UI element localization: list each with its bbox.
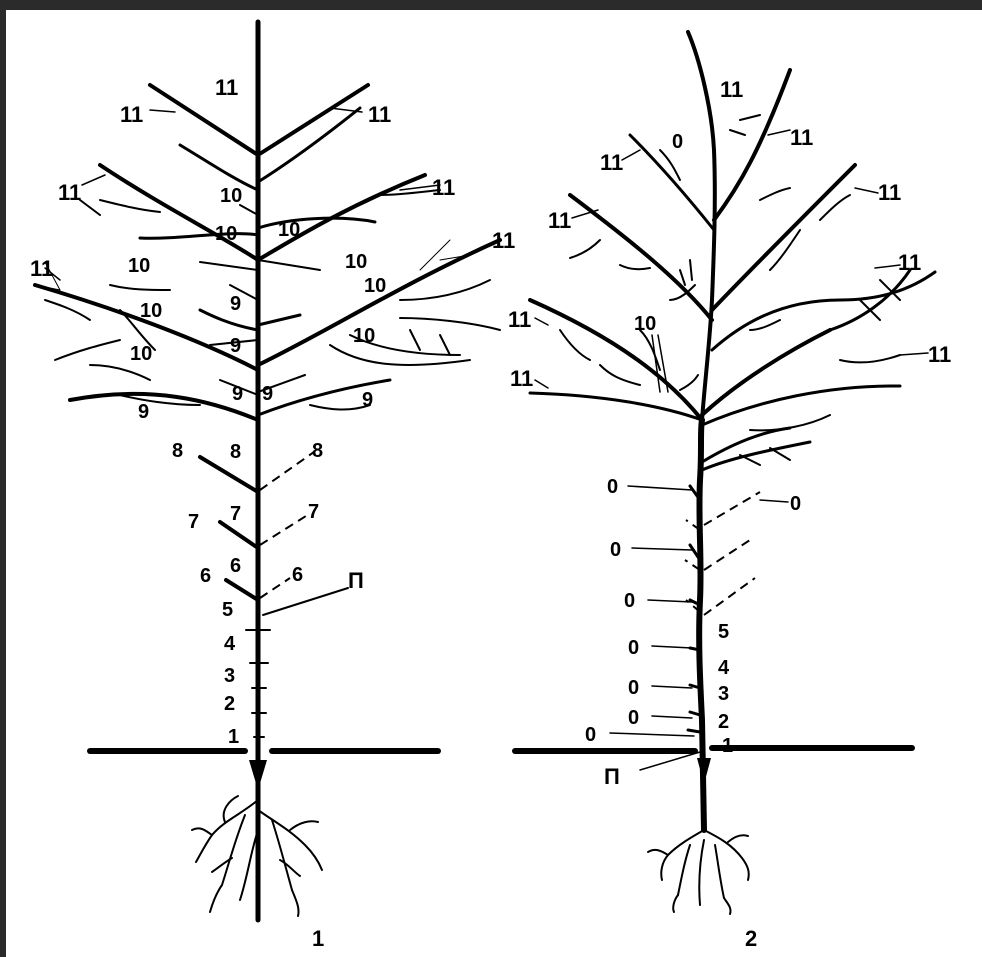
fig2-label-10: 10 <box>634 313 656 335</box>
fig1-label-7-c: 7 <box>308 501 319 523</box>
fig1-caption: 1 <box>312 926 324 951</box>
fig1-label-5: 5 <box>222 599 233 621</box>
fig1-label-7-b: 7 <box>230 503 241 525</box>
fig1-label-9-d: 9 <box>262 383 273 405</box>
fig2-caption: 2 <box>745 926 757 951</box>
fig2-label-11-c: 11 <box>878 180 901 205</box>
fig1-label-2: 2 <box>224 693 235 715</box>
fig1-label-8-c: 8 <box>312 440 323 462</box>
fig1-label-6-a: 6 <box>200 565 211 587</box>
fig2-label-5: 5 <box>718 621 729 643</box>
fig1-label-10-c: 10 <box>278 219 300 241</box>
fig2-label-0-b: 0 <box>790 493 801 515</box>
fig1-label-9-e: 9 <box>138 401 149 423</box>
fig1-label-11-right2: 11 <box>432 175 455 200</box>
fig2-labels: 11 0 11 11 11 11 11 11 11 11 10 0 0 0 0 … <box>508 77 951 951</box>
fig1-label-10-h: 10 <box>353 325 375 347</box>
fig2-label-11-a: 11 <box>790 125 813 150</box>
fig1-label-11-left2: 11 <box>58 180 81 205</box>
fig1-p-pointer <box>262 587 349 616</box>
fig2-label-p: П <box>604 764 620 789</box>
fig1-label-11-right: 11 <box>368 102 391 127</box>
fig1-label-11-top: 11 <box>215 75 238 100</box>
fig1-label-10-e: 10 <box>345 251 367 273</box>
fig1-label-7-a: 7 <box>188 511 199 533</box>
fig2-label-11-g: 11 <box>928 342 951 367</box>
figure-2: 11 0 11 11 11 11 11 11 11 11 10 0 0 0 0 … <box>508 30 951 951</box>
fig1-left-shoots <box>198 455 260 602</box>
paper <box>6 10 982 957</box>
fig1-pointers <box>44 107 494 281</box>
fig2-label-0-h: 0 <box>585 724 596 746</box>
fig1-labels: 11 11 11 11 11 11 11 10 10 10 10 10 10 1… <box>30 75 515 951</box>
fig1-label-p: П <box>348 568 364 593</box>
fig1-label-6-b: 6 <box>230 555 241 577</box>
fig1-label-10-g: 10 <box>140 300 162 322</box>
fig2-label-3: 3 <box>718 683 729 705</box>
fig2-label-4: 4 <box>718 657 730 679</box>
fig1-label-10-a: 10 <box>220 185 242 207</box>
fig2-arrow <box>697 758 711 784</box>
fig1-label-9-b: 9 <box>230 335 241 357</box>
fig1-crown <box>33 83 502 422</box>
fig2-lower-branches <box>700 426 812 472</box>
fig2-label-11-top: 11 <box>720 77 743 102</box>
fig2-roots <box>647 829 750 915</box>
fig2-label-11-b: 11 <box>600 150 623 175</box>
figure-1: 11 11 11 11 11 11 11 10 10 10 10 10 10 1… <box>30 19 515 951</box>
fig2-label-0-f: 0 <box>628 677 639 699</box>
fig1-label-10-f: 10 <box>364 275 386 297</box>
fig1-label-11-right3: 11 <box>492 228 515 253</box>
fig2-label-0-d: 0 <box>624 590 635 612</box>
fig1-label-9-a: 9 <box>230 293 241 315</box>
fig2-label-0-e: 0 <box>628 637 639 659</box>
fig1-label-10-b: 10 <box>215 223 237 245</box>
fig2-label-0-top: 0 <box>672 131 683 153</box>
fig1-right-dashed-shoots <box>259 451 315 599</box>
fig2-label-11-d: 11 <box>548 208 571 233</box>
fig1-label-10-d: 10 <box>128 255 150 277</box>
fig2-crown <box>528 68 937 432</box>
fig1-label-8-a: 8 <box>172 440 183 462</box>
fig2-label-0-a: 0 <box>607 476 618 498</box>
fig2-label-11-e: 11 <box>898 250 921 275</box>
fig1-label-4: 4 <box>224 633 236 655</box>
fig1-label-1: 1 <box>228 726 239 748</box>
fig1-label-3: 3 <box>224 665 235 687</box>
fig1-label-11-left3: 11 <box>30 256 53 281</box>
fig2-label-1: 1 <box>722 735 733 757</box>
fig1-label-11-left: 11 <box>120 102 143 127</box>
fig2-label-0-c: 0 <box>610 539 621 561</box>
fig1-label-9-c: 9 <box>232 383 243 405</box>
fig1-ticks <box>245 629 271 738</box>
fig1-label-10-i: 10 <box>130 343 152 365</box>
fig2-pointers <box>534 129 929 771</box>
fig1-roots <box>191 795 323 917</box>
fig1-label-6-c: 6 <box>292 564 303 586</box>
fig1-label-8-b: 8 <box>230 441 241 463</box>
fig2-label-0-g: 0 <box>628 707 639 729</box>
fig1-label-9-f: 9 <box>362 389 373 411</box>
fig2-label-2: 2 <box>718 711 729 733</box>
fig2-label-11-f: 11 <box>508 307 531 332</box>
fig2-label-11-h: 11 <box>510 366 533 391</box>
fig1-arrow <box>249 760 267 790</box>
